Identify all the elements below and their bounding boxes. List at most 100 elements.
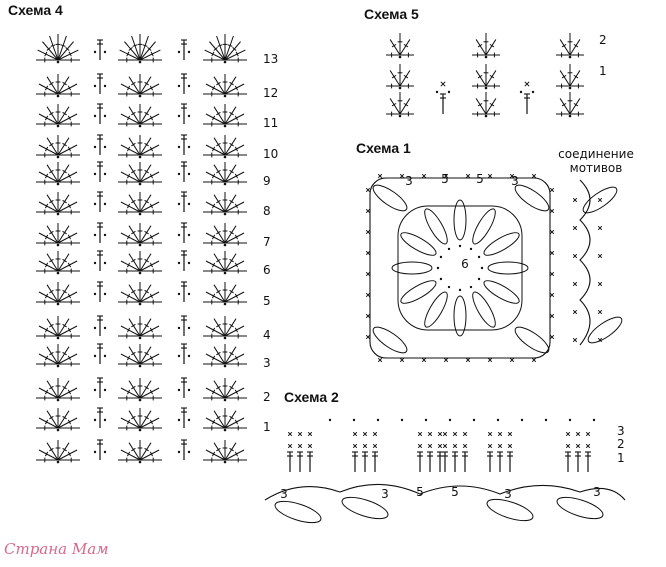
schema2-treble [417,451,423,472]
schema4-fan [36,282,80,306]
schema4-treble [181,222,187,243]
schema4-diagram [36,34,247,464]
schema2-treble [297,451,303,472]
schema4-fan [203,74,247,98]
schema5-fan [472,33,500,59]
schema4-fan [203,135,247,159]
schema4-fan [203,34,247,64]
petal-symbol [472,291,496,328]
schema4-fan [203,282,247,306]
schema4-title: Схема 4 [8,2,63,18]
schema2-treble [287,451,293,472]
schema2-treble [307,451,313,472]
schema4-row-number: 2 [263,390,271,404]
schema4-fan [118,344,162,368]
schema4-row-number: 4 [263,328,271,342]
schema4-fan [36,378,80,402]
corner-petal [514,184,550,212]
schema4-fan [203,316,247,340]
motif-outline [369,177,551,359]
schema2-treble [462,451,468,472]
schema2-title: Схема 2 [284,389,339,405]
schema4-treble [181,377,187,398]
edging-petal [486,498,534,522]
schema4-treble [181,161,187,182]
schema5-fan [386,33,414,59]
schema4-fan [203,344,247,368]
schema4-fan [203,104,247,128]
schema4-fan [36,162,80,186]
schema4-treble [181,134,187,155]
petal-symbol [391,261,433,275]
note-line: соединение [558,147,634,161]
petal-symbol [424,208,448,245]
schema2-treble [352,451,358,472]
schema2-treble [442,451,448,472]
motif-inner [397,205,523,331]
joining-petal [587,316,623,344]
joining-strip [579,179,591,346]
edging-petal [274,500,322,524]
schema1-title: Схема 1 [356,140,411,156]
schema4-treble [97,377,103,398]
schema5-fan [386,64,414,90]
motif-label: 6 [461,257,469,271]
schema4-treble [181,407,187,428]
petal-symbol [472,208,496,245]
schema4-row-number: 13 [263,52,279,66]
schema2-treble [565,451,571,472]
schema2-treble [437,451,443,472]
corner-petal [372,184,408,212]
schema4-treble [181,191,187,212]
schema2-treble [452,451,458,472]
schema4-row-number: 11 [263,116,279,130]
schema5-diagram [386,33,584,118]
schema4-fan [118,408,162,432]
schema4-fan [36,135,80,159]
schema4-fan [36,316,80,340]
schema4-row-number: 8 [263,204,271,218]
schema4-fan [203,408,247,432]
schema4-fan [118,74,162,98]
schema4-treble [181,39,187,60]
schema4-fan [118,162,162,186]
edging-label: 3 [593,485,601,499]
schema4-fan [118,378,162,402]
schema4-row-number: 5 [263,294,271,308]
schema4-fan [118,192,162,216]
schema4-row-number: 12 [263,86,279,100]
schema5-treble [440,93,446,114]
schema4-treble [97,407,103,428]
schema4-fan [118,223,162,247]
petal-symbol [453,295,467,337]
schema4-treble [97,250,103,271]
edging-petal [341,496,389,520]
petal-symbol [400,232,437,256]
schema4-fan [36,74,80,98]
schema4-fan [203,223,247,247]
schema5-row-number: 2 [599,33,607,47]
edging-label: 3 [504,487,512,501]
schema4-row-number: 9 [263,174,271,188]
schema4-treble [97,134,103,155]
petal-symbol [424,291,448,328]
schema4-fan [118,316,162,340]
schema2-row-number: 3 [617,424,625,438]
schema5-fan [472,92,500,118]
schema4-treble [181,250,187,271]
schema4-row-number: 3 [263,356,271,370]
schema4-fan [36,104,80,128]
schema4-fan [203,192,247,216]
schema4-fan [203,251,247,275]
schema4-fan [36,251,80,275]
petal-symbol [483,232,520,256]
schema4-treble [97,161,103,182]
schema4-fan [36,223,80,247]
petal-symbol [400,280,437,304]
schema4-treble [181,439,187,460]
schema2-treble [575,451,581,472]
schema4-row-number: 6 [263,263,271,277]
